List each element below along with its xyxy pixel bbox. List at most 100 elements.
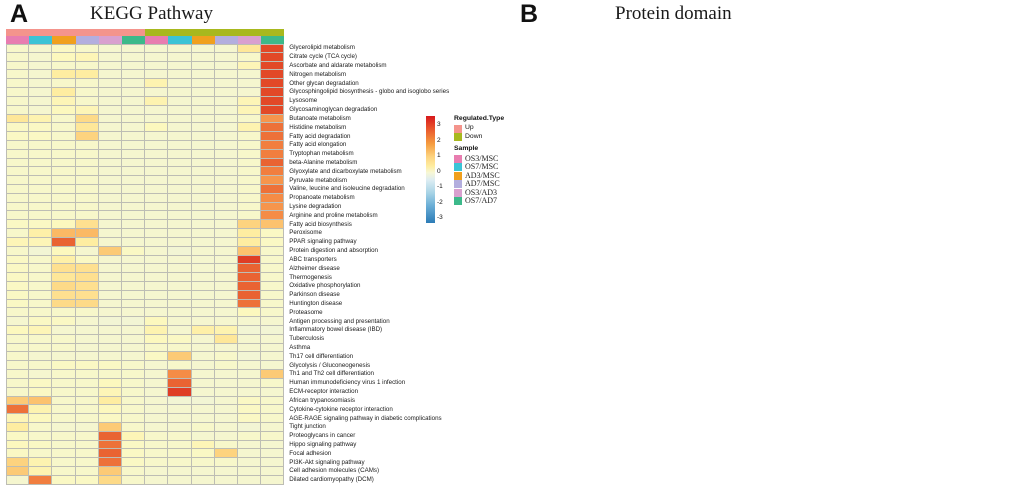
- heatmap-cell: [237, 185, 262, 194]
- heatmap-cell: [75, 361, 99, 371]
- heatmap-cell: [121, 246, 146, 256]
- heatmap-cell: [145, 414, 169, 423]
- heatmap-cell: [237, 149, 262, 159]
- heatmap-cell: [98, 378, 122, 388]
- heatmap-cell: [191, 140, 215, 150]
- heatmap-cell: [237, 378, 262, 388]
- heatmap-cell: [6, 378, 30, 388]
- heatmap-cell: [191, 326, 215, 335]
- heatmap-cell: [52, 193, 76, 203]
- heatmap-cell: [237, 422, 262, 432]
- heatmap-row-label: Th1 and Th2 cell differentiation: [289, 370, 374, 378]
- heatmap-cell: [261, 140, 285, 150]
- heatmap-cell: [214, 343, 238, 353]
- heatmap-cell: [75, 61, 99, 71]
- heatmap-row: Citrate cycle (TCA cycle): [6, 52, 357, 62]
- heatmap-cell: [191, 211, 215, 221]
- heatmap-cell: [75, 431, 99, 441]
- heatmap-cell: [6, 361, 30, 371]
- heatmap-cell: [52, 61, 76, 71]
- heatmap-cell: [75, 273, 99, 282]
- heatmap-cell: [121, 167, 146, 177]
- heatmap-cell: [145, 96, 169, 106]
- heatmap-cell: [191, 61, 215, 71]
- heatmap-cell: [261, 105, 285, 115]
- heatmap-cell: [6, 229, 30, 238]
- heatmap-row-label: Propanoate metabolism: [289, 194, 355, 202]
- heatmap-cell: [237, 61, 262, 71]
- heatmap-cell: [145, 246, 169, 256]
- heatmap-cell: [168, 431, 192, 441]
- heatmap-cell: [168, 114, 192, 124]
- heatmap-cell: [214, 211, 238, 221]
- heatmap-row-label: ABC transporters: [289, 255, 337, 263]
- legend-item-sample: OS3/MSC: [454, 154, 500, 163]
- heatmap-cell: [6, 458, 30, 467]
- heatmap-cell: [121, 96, 146, 106]
- heatmap-cell: [191, 378, 215, 388]
- heatmap-cell: [191, 44, 215, 53]
- heatmap-cell: [191, 370, 215, 379]
- heatmap-cell: [145, 167, 169, 177]
- heatmap-row-label: Hippo signaling pathway: [289, 440, 357, 448]
- heatmap-row-label: Tight junction: [289, 423, 326, 431]
- heatmap-cell: [237, 273, 262, 282]
- heatmap-cell: [29, 123, 53, 133]
- heatmap-cell: [52, 176, 76, 185]
- heatmap-cell: [191, 352, 215, 362]
- heatmap-cell: [75, 449, 99, 459]
- heatmap-cell: [29, 149, 53, 159]
- heatmap-cell: [237, 52, 262, 62]
- heatmap-row: PPAR signaling pathway: [6, 237, 357, 247]
- heatmap-cell: [75, 229, 99, 238]
- heatmap-cell: [29, 326, 53, 335]
- heatmap-cell: [214, 405, 238, 415]
- heatmap-cell: [191, 458, 215, 467]
- heatmap-cell: [6, 467, 30, 476]
- heatmap-cell: [237, 458, 262, 467]
- heatmap-cell: [261, 264, 285, 274]
- heatmap-cell: [214, 387, 238, 397]
- heatmap-cell: [6, 352, 30, 362]
- heatmap-cell: [52, 414, 76, 423]
- heatmap-row-label: Glycosphingolipid biosynthesis - globo a…: [289, 88, 450, 96]
- heatmap-cell: [29, 308, 53, 318]
- heatmap-row-label: Oxidative phosphorylation: [289, 282, 361, 290]
- heatmap-cell: [261, 467, 285, 476]
- heatmap-cell: [168, 458, 192, 467]
- heatmap-cell: [29, 396, 53, 406]
- heatmap-cell: [237, 326, 262, 335]
- heatmap-cell: [52, 96, 76, 106]
- heatmap-cell: [214, 70, 238, 80]
- heatmap-cell: [261, 273, 285, 282]
- heatmap-cell: [261, 132, 285, 141]
- heatmap-cell: [52, 167, 76, 177]
- heatmap-cell: [6, 264, 30, 274]
- heatmap-cell: [237, 317, 262, 326]
- heatmap-cell: [52, 132, 76, 141]
- heatmap-cell: [145, 88, 169, 97]
- annotation-cell-regulated-type: [168, 29, 192, 36]
- heatmap-cell: [191, 123, 215, 133]
- heatmap-cell: [145, 149, 169, 159]
- heatmap-row-label: beta-Alanine metabolism: [289, 158, 358, 166]
- heatmap-cell: [168, 334, 192, 344]
- heatmap-cell: [261, 281, 285, 291]
- heatmap-cell: [237, 281, 262, 291]
- heatmap-cell: [214, 255, 238, 265]
- heatmap-cell: [168, 123, 192, 133]
- heatmap-cell: [121, 281, 146, 291]
- heatmap-cell: [98, 246, 122, 256]
- heatmap-cell: [75, 176, 99, 185]
- heatmap-cell: [75, 475, 99, 485]
- heatmap-cell: [214, 193, 238, 203]
- colorbar-tick-label: 2: [437, 136, 441, 144]
- heatmap-cell: [145, 202, 169, 212]
- heatmap-row: Cytokine-cytokine receptor interaction: [6, 405, 393, 415]
- heatmap-cell: [261, 431, 285, 441]
- heatmap-cell: [98, 361, 122, 371]
- heatmap-cell: [214, 467, 238, 476]
- heatmap-row: AGE-RAGE signaling pathway in diabetic c…: [6, 414, 442, 423]
- annotation-row-regulated-type-a: [6, 29, 285, 36]
- heatmap-cell: [261, 422, 285, 432]
